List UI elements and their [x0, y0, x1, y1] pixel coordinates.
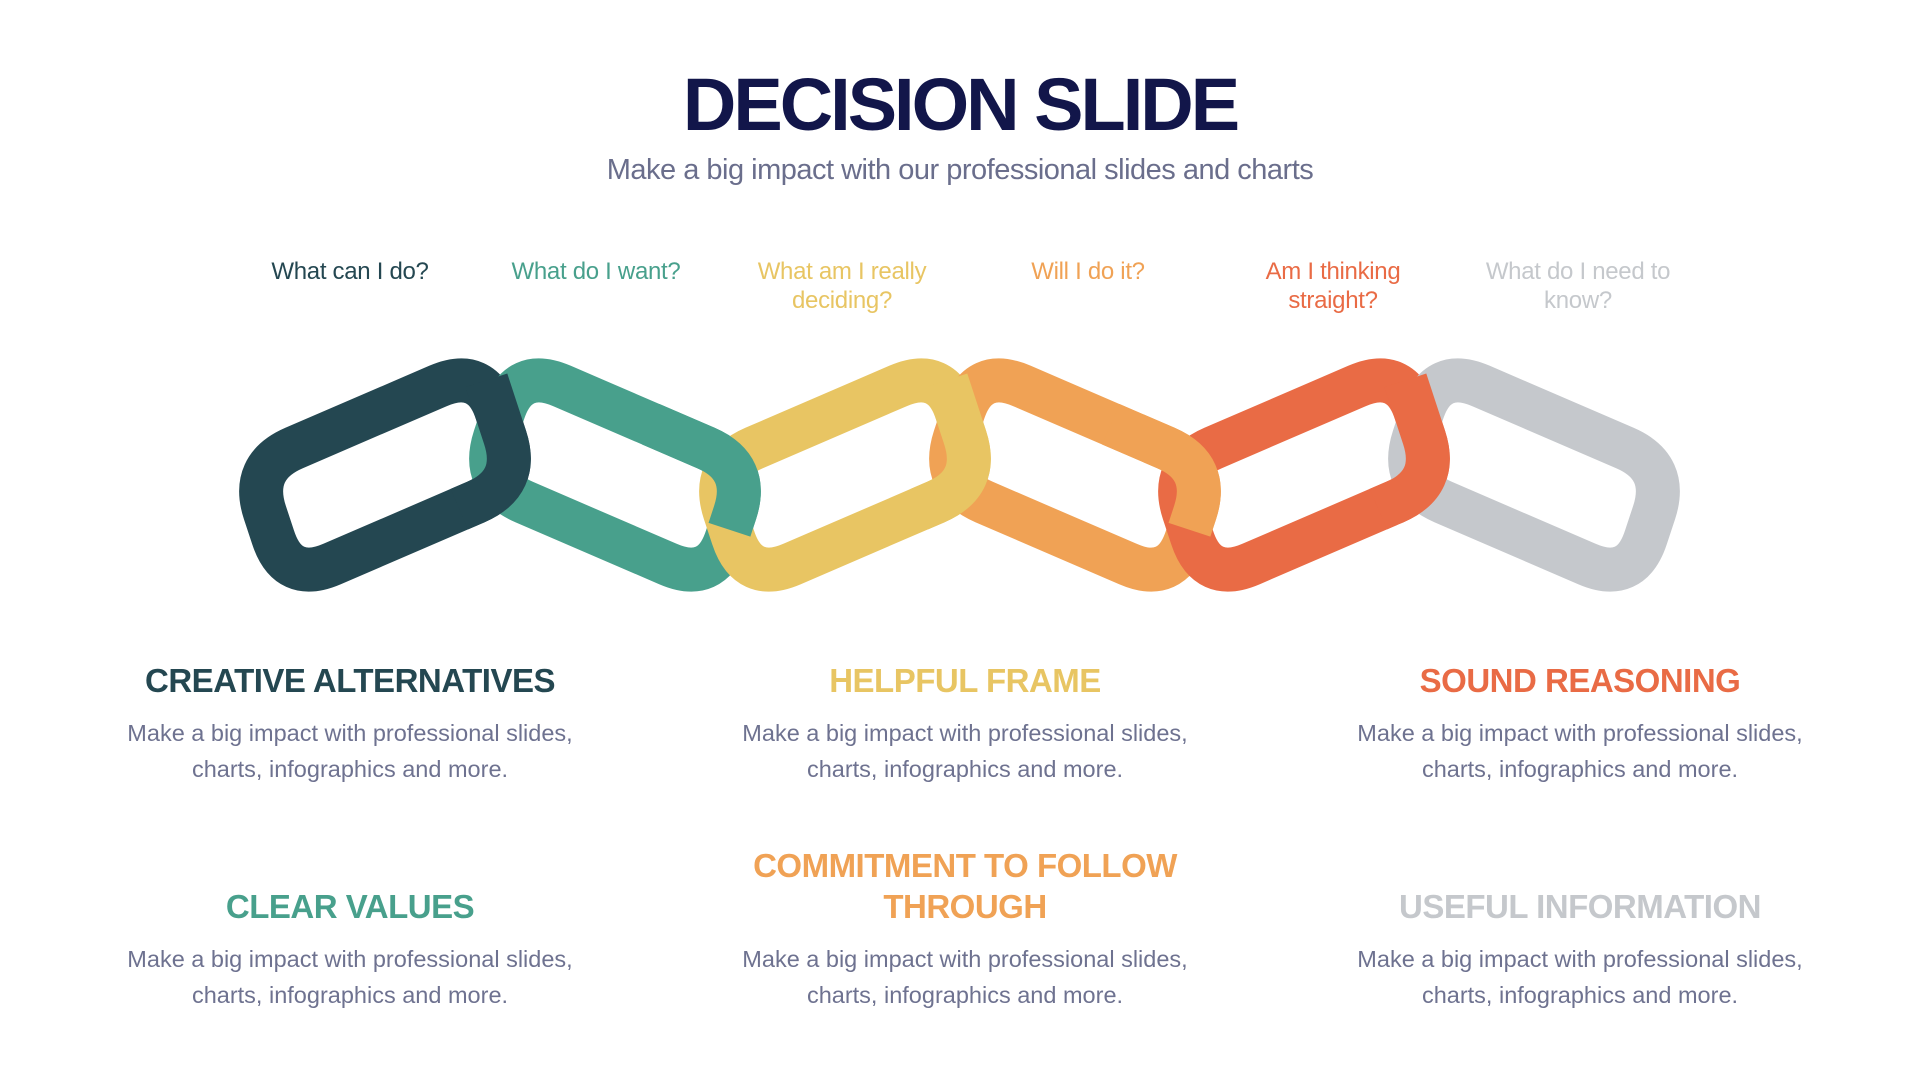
- block-heading: CLEAR VALUES: [225, 888, 475, 925]
- block-body: Make a big impact with professional slid…: [742, 720, 1188, 782]
- slide-title: DECISION SLIDE: [682, 63, 1240, 146]
- block-heading: COMMITMENT TO FOLLOW THROUGH: [753, 847, 1177, 925]
- question-label: What do I need to know?: [1485, 258, 1671, 314]
- info-block-useful-information: USEFUL INFORMATION Make a big impact wit…: [1320, 886, 1840, 1013]
- block-body: Make a big impact with professional slid…: [127, 720, 573, 782]
- info-block-creative-alternatives: CREATIVE ALTERNATIVES Make a big impact …: [90, 660, 610, 787]
- block-body: Make a big impact with professional slid…: [1357, 946, 1803, 1008]
- info-block-sound-reasoning: SOUND REASONING Make a big impact with p…: [1320, 660, 1840, 787]
- chain-link-2-overlap: [642, 404, 761, 537]
- info-block-commitment: COMMITMENT TO FOLLOW THROUGH Make a big …: [735, 845, 1195, 1013]
- slide-subtitle: Make a big impact with our professional …: [606, 154, 1314, 186]
- question-label: What do I want?: [511, 258, 681, 285]
- info-block-clear-values: CLEAR VALUES Make a big impact with prof…: [90, 886, 610, 1013]
- chain-link-3-overlap: [910, 373, 991, 530]
- block-body: Make a big impact with professional slid…: [742, 946, 1188, 1008]
- chain-link-5-overlap: [1369, 373, 1450, 530]
- info-block-helpful-frame: HELPFUL FRAME Make a big impact with pro…: [705, 660, 1225, 787]
- question-label: What am I really deciding?: [757, 258, 927, 314]
- question-label: Will I do it?: [1031, 258, 1145, 285]
- chain-link-4-overlap: [1102, 404, 1221, 537]
- block-body: Make a big impact with professional slid…: [1357, 720, 1803, 782]
- question-label: Am I thinking straight?: [1265, 258, 1401, 314]
- block-heading: CREATIVE ALTERNATIVES: [145, 662, 555, 699]
- block-heading: HELPFUL FRAME: [829, 662, 1101, 699]
- block-body: Make a big impact with professional slid…: [127, 946, 573, 1008]
- block-heading: SOUND REASONING: [1419, 662, 1741, 699]
- question-label: What can I do?: [271, 258, 429, 285]
- chain-link-1-overlap: [450, 373, 531, 530]
- block-heading: USEFUL INFORMATION: [1399, 888, 1761, 925]
- chain-links-diagram: [239, 358, 1680, 592]
